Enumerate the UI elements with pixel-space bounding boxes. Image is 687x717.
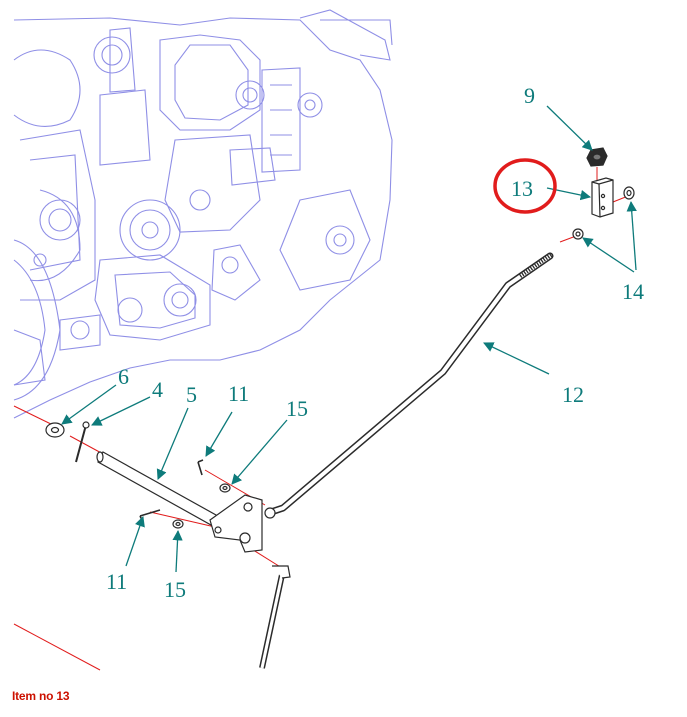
callout-item-11-top: 11	[228, 381, 249, 406]
callout-item-6: 6	[118, 364, 129, 389]
linkage-parts	[45, 147, 635, 669]
rod-item-12	[264, 252, 554, 519]
callout-item-4: 4	[152, 377, 163, 402]
callout-item-13: 13	[511, 176, 533, 201]
callout-item-9: 9	[524, 83, 535, 108]
item-caption: Item no 13	[12, 689, 70, 703]
washer-item-15-bottom	[172, 519, 184, 529]
lever-bracket	[209, 494, 263, 553]
washer-item-6	[45, 422, 65, 438]
callout-item-14: 14	[622, 279, 644, 304]
nut-item-9	[586, 147, 608, 167]
shaft-item-5	[96, 451, 226, 531]
leader-lines	[61, 105, 637, 573]
highlight-circle-item-13	[493, 158, 557, 214]
clip-pin-item-11-top	[197, 459, 204, 476]
adapter-block-item-13	[591, 177, 614, 218]
clip-pin-item-11-bottom	[139, 509, 161, 523]
parts-diagram: 6 4 5 11 15 11 15 12 9 13 14	[13, 9, 644, 671]
callout-item-15-bottom: 15	[164, 577, 186, 602]
washer-item-15-top	[219, 483, 231, 493]
engine-illustration	[13, 9, 393, 419]
callout-item-12: 12	[562, 382, 584, 407]
callout-labels: 6 4 5 11 15 11 15 12 9 13 14	[106, 83, 644, 602]
pin-item-4	[75, 421, 90, 463]
callout-item-11-bottom: 11	[106, 569, 127, 594]
nut-item-14-lower	[572, 228, 584, 240]
callout-item-5: 5	[186, 382, 197, 407]
lower-rod	[259, 565, 291, 669]
callout-item-15-top: 15	[286, 396, 308, 421]
nut-item-14-upper	[623, 186, 635, 200]
